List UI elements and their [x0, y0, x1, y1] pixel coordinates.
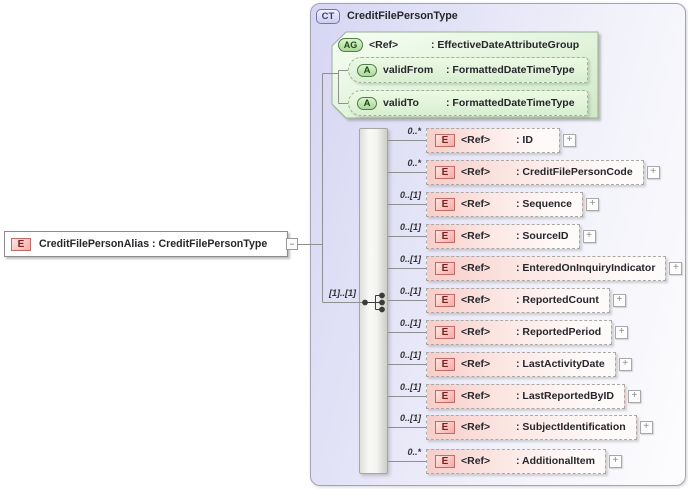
element-row-lastreportedbyid: E <Ref> : LastReportedByID + — [426, 383, 642, 409]
cardinality-label: 0..* — [407, 158, 421, 168]
expand-icon[interactable]: + — [646, 165, 660, 179]
element-ref: <Ref> — [461, 358, 491, 370]
element-row-creditfilepersoncode: E <Ref> : CreditFilePersonCode + — [426, 159, 660, 185]
attribute-badge-icon: A — [357, 63, 377, 77]
element-box[interactable]: E <Ref> : EnteredOnInquiryIndicator — [426, 255, 667, 281]
element-box[interactable]: E <Ref> : Sequence — [426, 191, 584, 217]
element-name: : ReportedCount — [516, 294, 599, 306]
expand-icon[interactable]: + — [612, 293, 626, 307]
cardinality-label: 0..* — [407, 447, 421, 457]
element-row-additionalitem: E <Ref> : AdditionalItem + — [426, 448, 622, 474]
element-row-reportedperiod: E <Ref> : ReportedPeriod + — [426, 319, 629, 345]
element-box[interactable]: E <Ref> : ReportedCount — [426, 287, 610, 313]
expand-icon[interactable]: + — [563, 133, 576, 147]
element-badge-icon: E — [435, 197, 455, 211]
element-box[interactable]: E <Ref> : SourceID — [426, 223, 580, 249]
element-badge-icon: E — [435, 261, 455, 275]
expand-icon[interactable]: + — [586, 197, 600, 211]
element-badge-icon: E — [435, 357, 455, 371]
element-row-sequence: E <Ref> : Sequence + — [426, 191, 600, 217]
cardinality-label: 0..[1] — [399, 222, 421, 232]
element-badge-icon: E — [435, 229, 455, 243]
element-badge-icon: E — [435, 325, 455, 339]
attribute-type: : FormattedDateTimeType — [446, 64, 575, 76]
element-name: : EnteredOnInquiryIndicator — [516, 262, 656, 274]
element-row-sourceid: E <Ref> : SourceID + — [426, 223, 596, 249]
attribute-name: validTo — [383, 97, 419, 109]
attribute-group-name: : EffectiveDateAttributeGroup — [431, 38, 580, 51]
element-badge-icon: E — [11, 237, 31, 251]
expand-icon[interactable]: + — [582, 229, 596, 243]
sequence-cardinality-label: [1]..[1] — [329, 288, 356, 298]
element-box[interactable]: E <Ref> : ReportedPeriod — [426, 319, 613, 345]
cardinality-label: 0..* — [407, 126, 421, 136]
attribute-validfrom[interactable]: A validFrom : FormattedDateTimeType — [348, 57, 588, 83]
element-name: : ReportedPeriod — [516, 326, 602, 338]
complex-type-badge-icon: CT — [316, 8, 340, 24]
element-badge-icon: E — [435, 389, 455, 403]
element-box[interactable]: E <Ref> : CreditFilePersonCode — [426, 159, 644, 185]
element-badge-icon: E — [435, 454, 455, 468]
element-ref: <Ref> — [461, 294, 491, 306]
cardinality-label: 0..[1] — [399, 254, 421, 264]
expand-icon[interactable]: + — [639, 420, 653, 434]
element-ref: <Ref> — [461, 326, 491, 338]
attribute-type: : FormattedDateTimeType — [446, 97, 575, 109]
attribute-group-ref: <Ref> — [369, 38, 399, 51]
global-element-label: CreditFilePersonAlias : CreditFilePerson… — [39, 238, 268, 250]
element-name: : ID — [516, 134, 533, 146]
global-element-box[interactable]: E CreditFilePersonAlias : CreditFilePers… — [4, 231, 288, 257]
expand-icon[interactable]: + — [628, 389, 642, 403]
expand-icon[interactable]: + — [669, 261, 683, 275]
element-ref: <Ref> — [461, 455, 491, 467]
element-name: : SubjectIdentification — [516, 421, 626, 433]
cardinality-label: 0..[1] — [399, 286, 421, 296]
element-badge-icon: E — [435, 420, 455, 434]
attribute-group-header[interactable]: AG <Ref> : EffectiveDateAttributeGroup — [338, 37, 579, 52]
element-badge-icon: E — [435, 133, 455, 147]
element-ref: <Ref> — [461, 390, 491, 402]
element-box[interactable]: E <Ref> : AdditionalItem — [426, 448, 606, 474]
element-box[interactable]: E <Ref> : LastReportedByID — [426, 383, 626, 409]
element-name: : LastActivityDate — [516, 358, 605, 370]
element-badge-icon: E — [435, 293, 455, 307]
cardinality-label: 0..[1] — [399, 190, 421, 200]
element-ref: <Ref> — [461, 134, 491, 146]
element-row-id: E <Ref> : ID + — [426, 127, 576, 153]
expand-icon[interactable]: + — [618, 357, 632, 371]
attribute-name: validFrom — [383, 64, 434, 76]
cardinality-label: 0..[1] — [399, 318, 421, 328]
cardinality-label: 0..[1] — [399, 413, 421, 423]
element-ref: <Ref> — [461, 198, 491, 210]
element-ref: <Ref> — [461, 262, 491, 274]
element-ref: <Ref> — [461, 166, 491, 178]
expand-icon[interactable]: + — [615, 325, 629, 339]
element-name: : AdditionalItem — [516, 455, 595, 467]
element-box[interactable]: E <Ref> : SubjectIdentification — [426, 414, 637, 440]
expand-icon[interactable]: + — [608, 454, 622, 468]
element-name: : SourceID — [516, 230, 569, 242]
attribute-validto[interactable]: A validTo : FormattedDateTimeType — [348, 90, 588, 116]
complex-type-header: CT CreditFilePersonType — [316, 8, 458, 24]
element-row-enteredoninquiryindicator: E <Ref> : EnteredOnInquiryIndicator + — [426, 255, 683, 281]
element-row-subjectidentification: E <Ref> : SubjectIdentification + — [426, 414, 653, 440]
attribute-group-badge-icon: AG — [338, 37, 363, 52]
cardinality-label: 0..[1] — [399, 350, 421, 360]
element-row-lastactivitydate: E <Ref> : LastActivityDate + — [426, 351, 632, 377]
element-row-reportedcount: E <Ref> : ReportedCount + — [426, 287, 626, 313]
element-box[interactable]: E <Ref> : ID — [426, 127, 560, 153]
attribute-badge-icon: A — [357, 96, 377, 110]
cardinality-label: 0..[1] — [399, 382, 421, 392]
complex-type-title: CreditFilePersonType — [347, 10, 458, 22]
element-name: : CreditFilePersonCode — [516, 166, 633, 178]
element-name: : Sequence — [516, 198, 573, 210]
element-box[interactable]: E <Ref> : LastActivityDate — [426, 351, 616, 377]
collapse-icon[interactable]: − — [286, 238, 298, 250]
element-name: : LastReportedByID — [516, 390, 615, 402]
element-ref: <Ref> — [461, 421, 491, 433]
element-badge-icon: E — [435, 165, 455, 179]
element-ref: <Ref> — [461, 230, 491, 242]
